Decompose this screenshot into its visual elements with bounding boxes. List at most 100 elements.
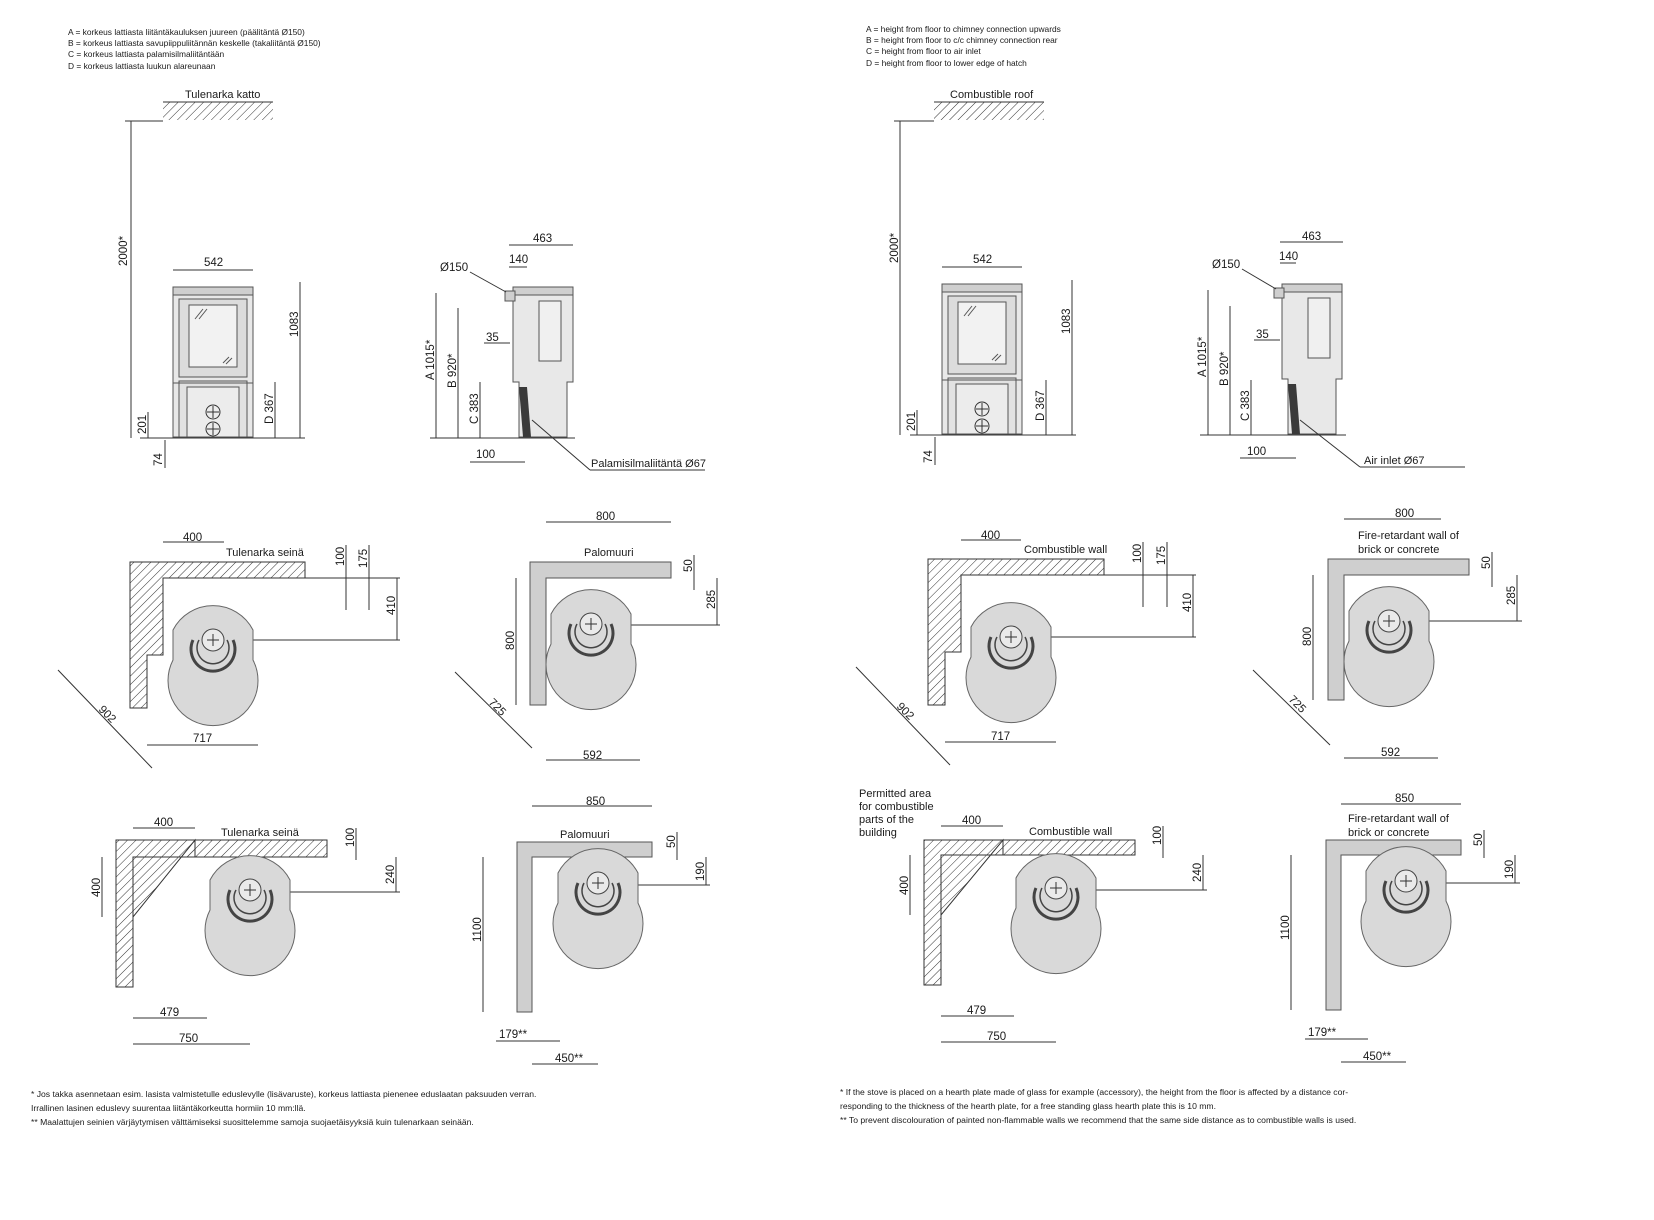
- legend-fi: A = korkeus lattiasta liitäntäkauluksen …: [68, 27, 321, 72]
- footnote-fi-1: * Jos takka asennetaan esim. lasista val…: [31, 1089, 537, 1099]
- en-wall-label-2: Combustible wall: [1029, 826, 1112, 838]
- fi-fw2-850: 850: [586, 796, 605, 808]
- fi-fw-725: 725: [486, 697, 508, 719]
- en-dim-flue150: Ø150: [1212, 259, 1240, 271]
- en-permitted-l1: Permitted area: [859, 788, 932, 800]
- en-firewall-label-l2: brick or concrete: [1358, 544, 1439, 556]
- footnotes-en: * If the stove is placed on a hearth pla…: [840, 1085, 1356, 1127]
- fi-dim-542: 542: [204, 257, 223, 269]
- en-fw-800-side: 800: [1302, 627, 1314, 646]
- fi-dim-463: 463: [533, 233, 552, 245]
- fi-ceiling-label: Tulenarka katto: [185, 89, 260, 101]
- fi-fw2-190: 190: [695, 862, 707, 881]
- fi-wall-240: 240: [385, 865, 397, 884]
- en-wall-400-side: 400: [899, 876, 911, 895]
- en-ceiling: Combustible roof: [934, 89, 1044, 120]
- en-side-view: 463 140 Ø150 35 A 1015* B 920* C 383 100…: [1197, 231, 1465, 468]
- fi-wall-100: 100: [345, 828, 357, 847]
- fi-fw-800-top: 800: [596, 511, 615, 523]
- en-fw2-850: 850: [1395, 793, 1414, 805]
- fi-corner-400: 400: [183, 532, 202, 544]
- en-fw2-179: 179**: [1308, 1027, 1337, 1039]
- en-corner-902: 902: [894, 701, 916, 723]
- en-fw2-1100: 1100: [1280, 915, 1292, 940]
- en-dim-c383: C 383: [1240, 390, 1252, 421]
- en-wall-240: 240: [1192, 863, 1204, 882]
- legend-en-line-b: B = height from floor to c/c chimney con…: [866, 35, 1058, 46]
- en-permitted-l4: building: [859, 827, 897, 839]
- en-wall-combustible: Permitted area for combustible parts of …: [859, 788, 1207, 1043]
- en-corner-100: 100: [1132, 544, 1144, 563]
- legend-en: A = height from floor to chimney connect…: [866, 24, 1061, 69]
- legend-en-line-c: C = height from floor to air inlet: [866, 46, 981, 57]
- en-dim-a1015: A 1015*: [1197, 336, 1209, 377]
- fi-dim-35: 35: [486, 332, 499, 344]
- en-dim-542: 542: [973, 254, 992, 266]
- en-dim-140: 140: [1279, 251, 1298, 263]
- footnote-en-3: ** To prevent discolouration of painted …: [840, 1115, 1357, 1125]
- fi-side-view: 463 140 Ø150 35 A 1015* B 920* C 383 100…: [425, 233, 706, 471]
- legend-fi-line-c: C = korkeus lattiasta palamisilmaliitänt…: [68, 49, 225, 60]
- en-corner-400: 400: [981, 530, 1000, 542]
- footnote-en-2: responding to the thickness of the heart…: [840, 1101, 1216, 1111]
- fi-front-view: 2000* 542 1083 D 367 201 74: [118, 120, 305, 468]
- en-fw2-450: 450**: [1363, 1051, 1392, 1063]
- fi-fw2-1100: 1100: [472, 917, 484, 942]
- fi-dim-flue150: Ø150: [440, 262, 468, 274]
- fi-fw-50: 50: [683, 559, 695, 572]
- en-dim-1083: 1083: [1061, 308, 1073, 334]
- en-inlet-label: Air inlet Ø67: [1364, 455, 1425, 467]
- en-dim-35: 35: [1256, 329, 1269, 341]
- en-corner-wall-label: Combustible wall: [1024, 544, 1107, 556]
- fi-wall-label-2: Tulenarka seinä: [221, 827, 300, 839]
- fi-firewall-label-2: Palomuuri: [560, 829, 610, 841]
- en-fw2-50: 50: [1473, 833, 1485, 846]
- fi-corner-firewall: 800 Palomuuri 50 285 800 725 592: [454, 511, 720, 762]
- en-fw-592: 592: [1381, 747, 1400, 759]
- en-corner-717: 717: [991, 731, 1010, 743]
- fi-dim-1083: 1083: [289, 311, 301, 337]
- en-fw-285: 285: [1506, 586, 1518, 605]
- fi-corner-902: 902: [96, 704, 118, 726]
- en-dim-b920: B 920*: [1219, 351, 1231, 386]
- en-dim-74: 74: [923, 450, 935, 463]
- fi-corner-175: 175: [358, 549, 370, 568]
- fi-fw2-179: 179**: [499, 1029, 528, 1041]
- en-wall-750: 750: [987, 1031, 1006, 1043]
- en-permitted-l2: for combustible: [859, 801, 934, 813]
- fi-dim-2000: 2000*: [118, 235, 130, 266]
- en-fw-725: 725: [1286, 694, 1308, 716]
- fi-fw-285: 285: [706, 590, 718, 609]
- footnotes-fi: * Jos takka asennetaan esim. lasista val…: [31, 1087, 536, 1129]
- en-permitted-l3: parts of the: [859, 814, 914, 826]
- en-fw-50: 50: [1481, 556, 1493, 569]
- fi-corner-combustible: 400 Tulenarka seinä 100 175 410 902 717: [57, 532, 400, 769]
- fi-dim-100: 100: [476, 449, 495, 461]
- fi-dim-a1015: A 1015*: [425, 339, 437, 380]
- fi-wall-479: 479: [160, 1007, 179, 1019]
- fi-corner-wall-label: Tulenarka seinä: [226, 547, 305, 559]
- fi-corner-717: 717: [193, 733, 212, 745]
- fi-wall-750: 750: [179, 1033, 198, 1045]
- legend-en-line-a: A = height from floor to chimney connect…: [866, 24, 1061, 34]
- fi-wall-firewall: 850 Palomuuri 50 190 1100 179** 450**: [472, 796, 710, 1065]
- fi-wall-400-top: 400: [154, 817, 173, 829]
- legend-fi-line-b: B = korkeus lattiasta savupiippuliitännä…: [68, 38, 321, 49]
- en-dim-100: 100: [1247, 446, 1266, 458]
- fi-dim-b920: B 920*: [447, 353, 459, 388]
- en-fw-800-top: 800: [1395, 508, 1414, 520]
- fi-inlet-label: Palamisilmaliitäntä Ø67: [591, 458, 706, 470]
- fi-corner-410: 410: [386, 596, 398, 615]
- en-corner-combustible: 400 Combustible wall 100 175 410 902 717: [855, 530, 1196, 766]
- fi-corner-100: 100: [335, 547, 347, 566]
- fi-dim-d367: D 367: [264, 393, 276, 424]
- fi-dim-c383: C 383: [469, 393, 481, 424]
- en-dim-d367: D 367: [1035, 390, 1047, 421]
- fi-fw-800-side: 800: [505, 631, 517, 650]
- en-firewall-label-2-l1: Fire-retardant wall of: [1348, 813, 1450, 825]
- fi-wall-400-side: 400: [91, 878, 103, 897]
- en-fw2-190: 190: [1504, 860, 1516, 879]
- footnote-fi-2: Irrallinen lasinen eduslevy suurentaa li…: [31, 1103, 306, 1113]
- en-front-view: 2000* 542 1083 D 367 201 74: [889, 120, 1076, 465]
